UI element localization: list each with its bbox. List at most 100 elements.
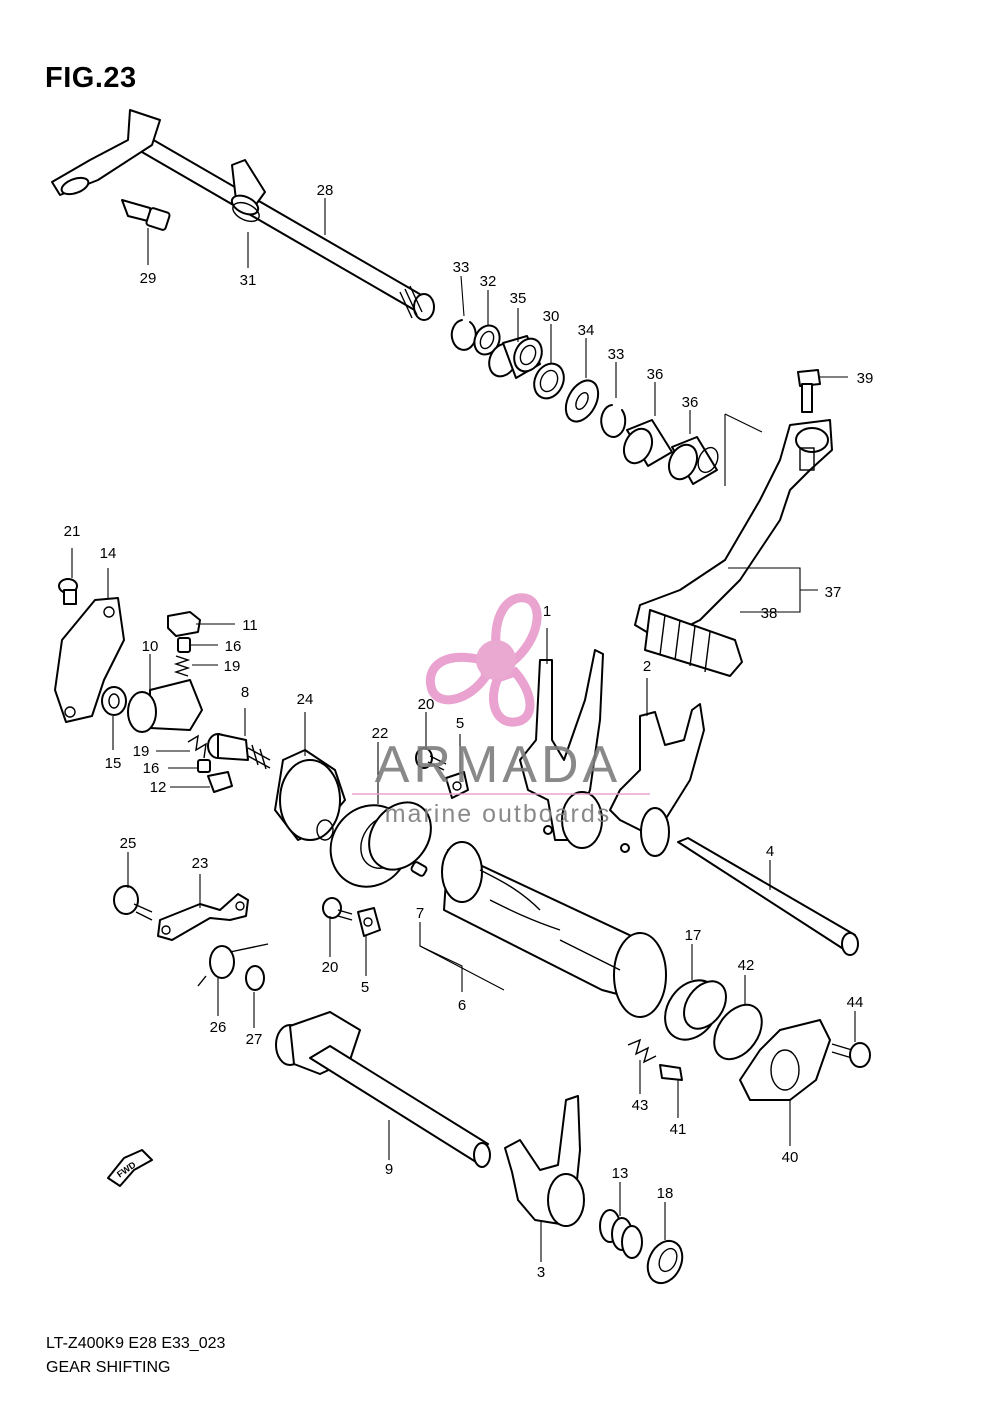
callout-38: 38 [761,605,778,622]
callout-20: 20 [322,959,339,976]
part-washer-31 [230,159,266,223]
callout-40: 40 [782,1149,799,1166]
part-washer-5a [445,771,469,799]
part-spring-13 [599,1209,643,1259]
callout-16: 16 [225,638,242,655]
section-title: GEAR SHIFTING [46,1359,171,1376]
callout-15: 15 [105,755,122,772]
part-bolt-20b [322,897,353,921]
part-shift-fork-1 [519,649,604,849]
part-bushing-36b [667,436,719,485]
callout-2: 2 [643,658,651,675]
callout-36: 36 [647,366,664,383]
callout-5: 5 [361,979,369,996]
part-pin-29 [121,199,171,231]
part-circlip-33b [600,404,627,438]
callout-14: 14 [100,545,117,562]
part-washer-27 [245,965,265,991]
fwd-direction-badge: FWD [107,1149,153,1187]
part-cam-10 [127,679,203,733]
callout-42: 42 [738,957,755,974]
part-plate-23 [157,893,249,941]
callout-4: 4 [766,843,774,860]
callout-32: 32 [480,273,497,290]
part-footrest-rubber-38 [644,609,743,677]
callout-17: 17 [685,927,702,944]
part-shift-shaft-28 [51,109,435,321]
propeller-blade-right [489,666,535,727]
callout-12: 12 [150,779,167,796]
part-bearing-35 [488,335,543,379]
callout-25: 25 [120,835,137,852]
part-bearing-22 [329,801,432,888]
part-washer-5b [357,907,381,937]
callout-35: 35 [510,290,527,307]
callout-22: 22 [372,725,389,742]
callout-19: 19 [133,743,150,760]
part-pawl-11 [167,611,201,637]
part-bolt-39 [797,369,821,413]
part-spring-43 [627,1038,657,1064]
callout-31: 31 [240,272,257,289]
leader-lines [71,198,856,1262]
part-screw-21 [58,578,78,605]
part-shift-cam-drum-6 [441,841,667,1018]
figure-title: FIG.23 [45,62,137,94]
callout-26: 26 [210,1019,227,1036]
callout-20: 20 [418,696,435,713]
propeller-hub [476,640,516,680]
part-shift-fork-shaft-4 [677,837,859,956]
part-shift-shaft-9 [275,1011,491,1168]
watermark-tagline: marine outboards [385,800,612,828]
callout-29: 29 [140,270,157,287]
callout-30: 30 [543,308,560,325]
part-pin-16a [177,637,191,653]
callout-23: 23 [192,855,209,872]
part-pin-7 [410,861,428,877]
callout-9: 9 [385,1161,393,1178]
part-shift-fork-2 [609,703,705,857]
callout-3: 3 [537,1264,545,1281]
propeller-blade-left [425,652,491,705]
part-bolt-44 [831,1042,871,1068]
part-pin-8 [207,733,271,770]
part-spring-19a [173,655,191,677]
part-bearing-17 [664,979,727,1041]
callout-24: 24 [297,691,314,708]
callout-16: 16 [143,760,160,777]
part-washer-34 [564,379,600,423]
part-bolt-20a [415,747,447,771]
part-spring-19b [187,734,207,759]
callout-1: 1 [543,603,551,620]
part-screw-25 [113,885,153,921]
part-spring-26 [197,943,269,987]
callout-28: 28 [317,182,334,199]
callout-21: 21 [64,523,81,540]
part-o-ring-42 [713,1003,763,1061]
part-pin-16b [197,759,211,773]
callout-13: 13 [612,1165,629,1182]
callout-numbers: 28 29 31 33 32 35 30 34 33 36 36 39 37 3… [64,182,874,1281]
callout-37: 37 [825,584,842,601]
part-gear-shift-cam-24 [274,749,346,841]
callout-33: 33 [608,346,625,363]
callout-34: 34 [578,322,595,339]
part-circlip-33a [450,319,477,351]
callout-10: 10 [142,638,159,655]
callout-11: 11 [242,617,258,634]
callout-33: 33 [453,259,470,276]
propeller-blade-top [491,593,542,667]
callout-5: 5 [456,715,464,732]
part-plate-14 [54,597,125,723]
callout-39: 39 [857,370,874,387]
callout-7: 7 [416,905,424,922]
part-oil-seal-30 [533,362,565,400]
armada-watermark: ARMADA marine outboards [352,593,650,828]
part-bushing-36a [622,419,673,467]
part-pawl-12 [207,771,233,793]
callout-44: 44 [847,994,864,1011]
part-oil-seal-18 [646,1239,684,1285]
propeller-logo [425,593,542,727]
callout-43: 43 [632,1097,649,1114]
